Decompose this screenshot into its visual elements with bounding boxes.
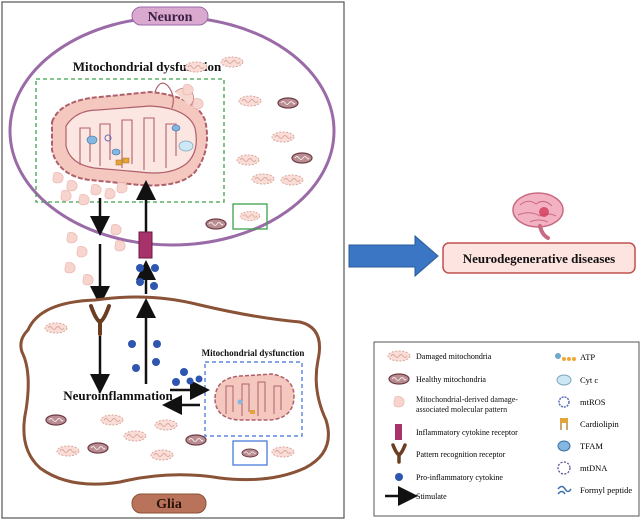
- legend-icon-damaged-mitochondria: [387, 350, 411, 362]
- glia-label: Glia: [156, 497, 182, 512]
- outcome-box: Neurodegenerative diseases: [442, 242, 636, 274]
- glia-cytokines: [128, 340, 188, 386]
- glia-damaged-mitochondrion: [214, 373, 295, 421]
- legend-label: Mitochondrial-derived damage-associated …: [416, 395, 518, 414]
- legend-label: Healthy mitochondria: [416, 375, 486, 384]
- glia-label-badge: Glia: [131, 493, 207, 514]
- legend-icon-tfam: [557, 440, 571, 452]
- extracellular-cytokines: [136, 264, 159, 290]
- legend-label: Formyl peptide: [580, 485, 632, 495]
- legend-icon-cytokine: [395, 473, 403, 481]
- legend-label: Pattern recognition receptor: [416, 450, 506, 459]
- neuroinflammation-label: Neuroinflammation: [63, 388, 173, 403]
- neuron-label-badge: Neuron: [131, 6, 209, 26]
- legend-label: Cardiolipin: [580, 419, 619, 429]
- legend-icon-cytokine-receptor: [395, 424, 402, 440]
- legend-label: Damaged mitochondria: [416, 352, 492, 361]
- legend-icon-mtdna: [557, 461, 571, 475]
- neuron-zoom-source: [232, 203, 268, 230]
- legend-icon-mtros: [558, 396, 570, 408]
- mito-dysfunction-neuron-title: Mitochondrial dysfunction: [73, 59, 222, 74]
- legend-icon-atp: [555, 353, 576, 361]
- pattern-recognition-receptor: [89, 304, 111, 336]
- legend-label: Pro-inflammatory cytokine: [416, 473, 503, 482]
- legend-right-icons: [555, 353, 576, 495]
- neuron-zoom-box: [35, 78, 225, 203]
- legend-label: mtROS: [580, 397, 606, 407]
- legend-left-icons: [385, 350, 418, 506]
- legend-label: TFAM: [580, 441, 603, 451]
- legend-left-labels: Damaged mitochondria Healthy mitochondri…: [416, 352, 518, 501]
- legend-icon-prr: [391, 443, 407, 464]
- legend-label: Cyt c: [580, 375, 598, 385]
- legend-icon-healthy-mitochondria: [388, 373, 410, 385]
- legend-icon-cytc: [556, 374, 572, 386]
- legend-right-labels: ATP Cyt c mtROS Cardiolipin TFAM mtDNA F…: [580, 352, 632, 495]
- neuron-damaged-mitochondrion: [51, 82, 208, 187]
- glia-zoom-source: [232, 440, 268, 466]
- mito-dysfunction-glia-title: Mitochondrial dysfunction: [202, 348, 305, 358]
- legend-icon-damp: [393, 396, 405, 408]
- inflammatory-cytokine-receptor: [138, 231, 153, 259]
- legend-icon-formyl: [557, 485, 572, 495]
- legend-icon-cardiolipin: [560, 418, 568, 430]
- legend-label: Inflammatory cytokine receptor: [416, 428, 518, 437]
- legend-label: Stimulate: [416, 492, 447, 501]
- outcome-label: Neurodegenerative diseases: [463, 251, 615, 266]
- brain-icon: [512, 192, 564, 240]
- legend-frame: [373, 341, 640, 517]
- outcome-arrow: [348, 234, 439, 278]
- legend-label: ATP: [580, 352, 595, 362]
- legend-label: mtDNA: [580, 463, 608, 473]
- glia-arrow-cytokines: [186, 375, 203, 385]
- neuron-label: Neuron: [148, 10, 193, 25]
